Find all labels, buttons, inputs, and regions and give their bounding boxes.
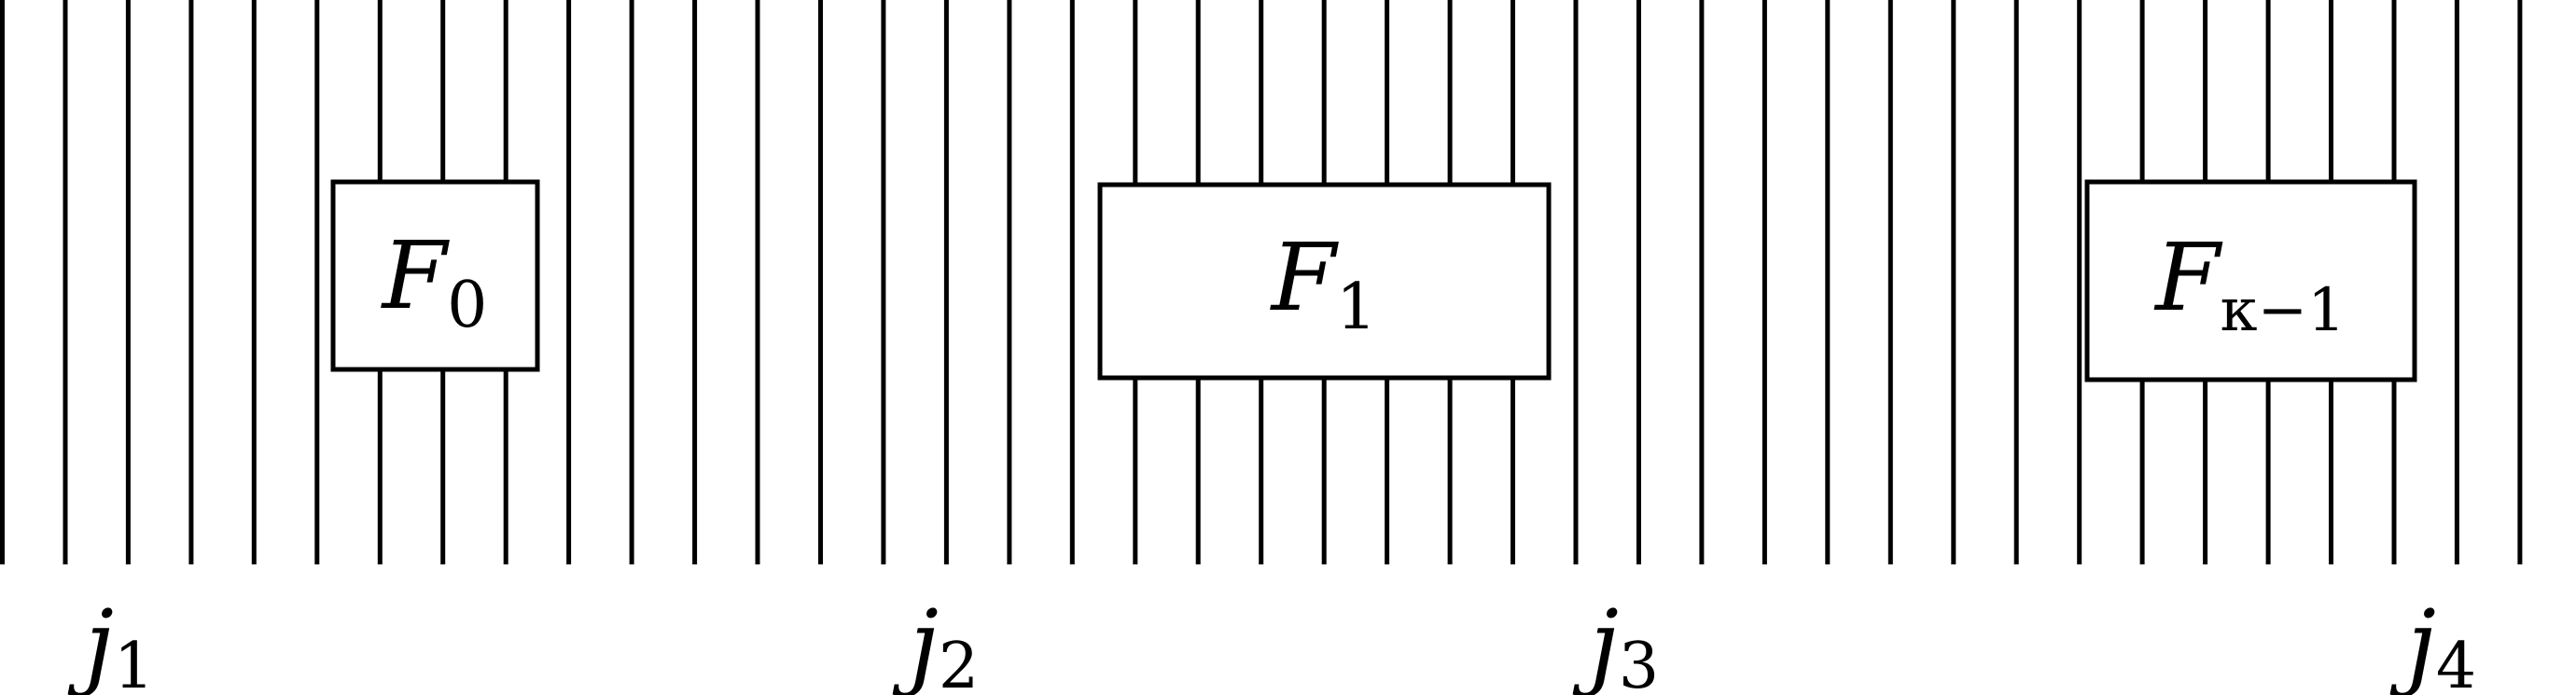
box-f1-label: F1 [1270,223,1377,344]
box-f0-label: F0 [381,221,488,342]
marker-j4: j4 [2389,590,2476,695]
marker-j3: j3 [1572,590,1659,695]
box-f1: F1 [1097,182,1552,381]
box-f1-frame [1097,182,1552,381]
box-fk-frame [2084,179,2417,382]
box-f-kappa-minus-1: Fκ−1 [2084,179,2417,382]
box-f0-frame [330,179,540,372]
marker-j2: j2 [892,590,979,695]
box-fk-label: Fκ−1 [2153,223,2346,345]
box-f0: F0 [330,179,540,372]
marker-j1: j1 [67,590,154,695]
